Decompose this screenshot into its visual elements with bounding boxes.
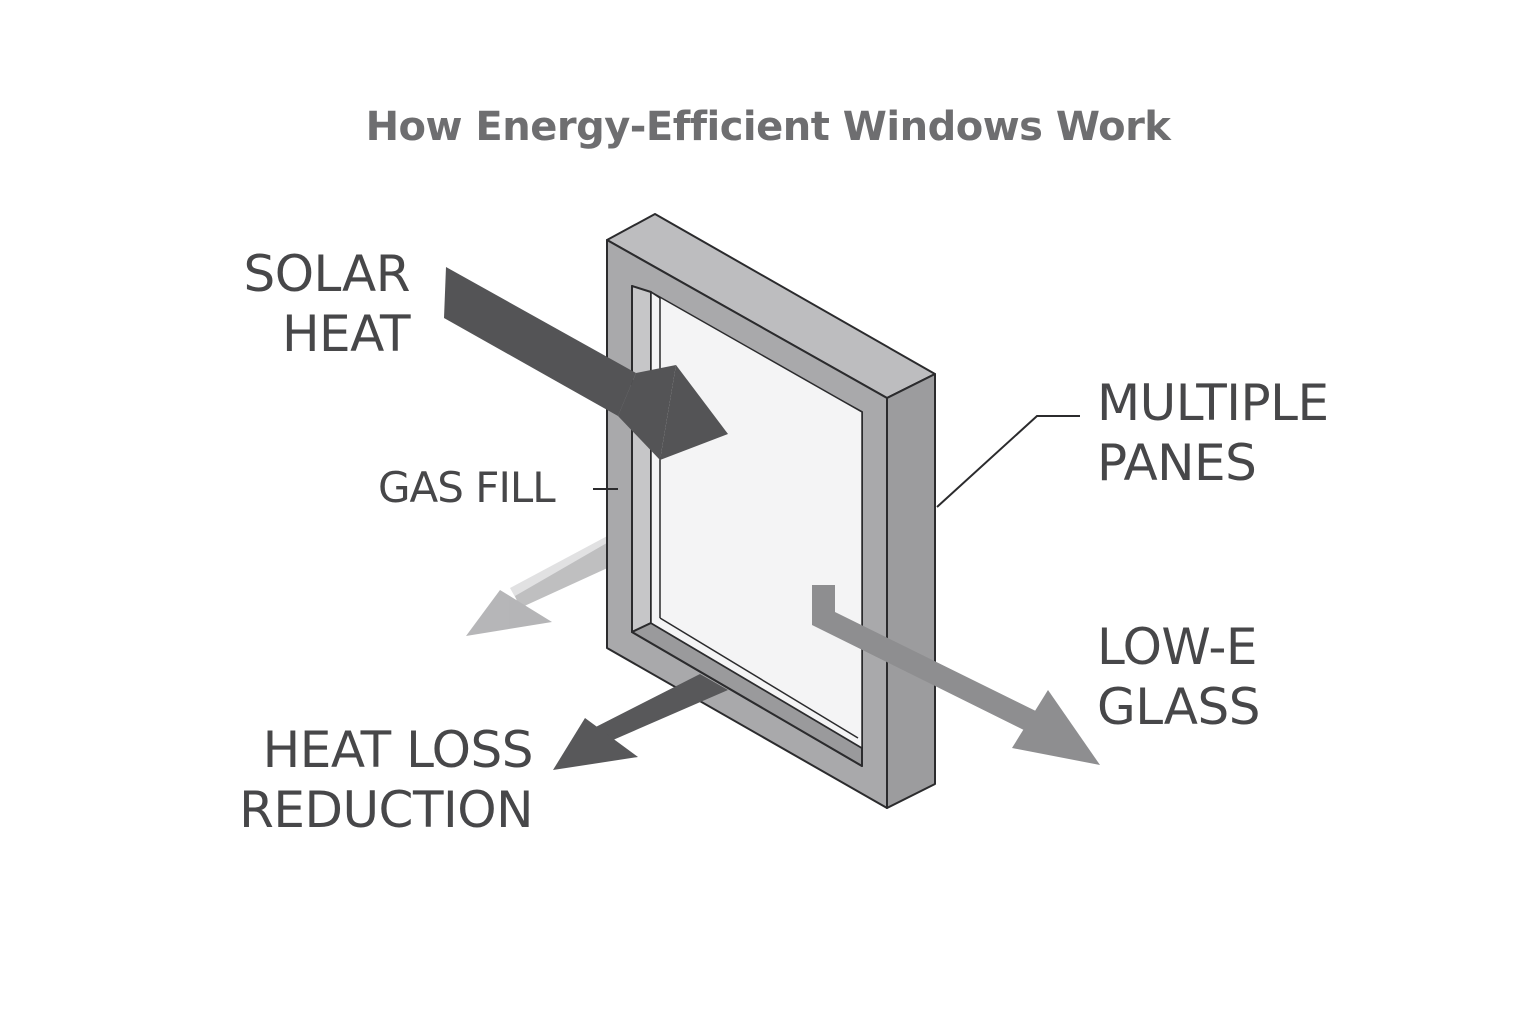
low-e-glass-line-2: GLASS — [1097, 678, 1260, 736]
multiple-panes-line-2: PANES — [1097, 434, 1257, 492]
low-e-outgoing-arrow — [812, 585, 1100, 765]
low-e-glass-label: LOW-E GLASS — [1097, 617, 1260, 737]
solar-heat-label: SOLAR HEAT — [243, 244, 410, 364]
heat-loss-arrow — [553, 674, 728, 770]
solar-heat-line-2: HEAT — [281, 305, 411, 363]
heat-loss-reduction-label: HEAT LOSS REDUCTION — [239, 720, 533, 840]
heat-loss-line-2: REDUCTION — [239, 781, 533, 839]
multiple-panes-label: MULTIPLE PANES — [1097, 373, 1329, 493]
heat-loss-line-1: HEAT LOSS — [262, 721, 534, 779]
window-frame — [606, 213, 936, 809]
multiple-panes-line-1: MULTIPLE — [1097, 374, 1329, 432]
multiple-panes-leader — [936, 415, 1080, 508]
diagram-title: How Energy-Efficient Windows Work — [365, 104, 1171, 150]
solar-heat-line-1: SOLAR — [243, 245, 410, 303]
gas-fill-label: GAS FILL — [378, 463, 556, 512]
low-e-glass-line-1: LOW-E — [1097, 618, 1257, 676]
solar-heat-arrow — [444, 267, 728, 460]
